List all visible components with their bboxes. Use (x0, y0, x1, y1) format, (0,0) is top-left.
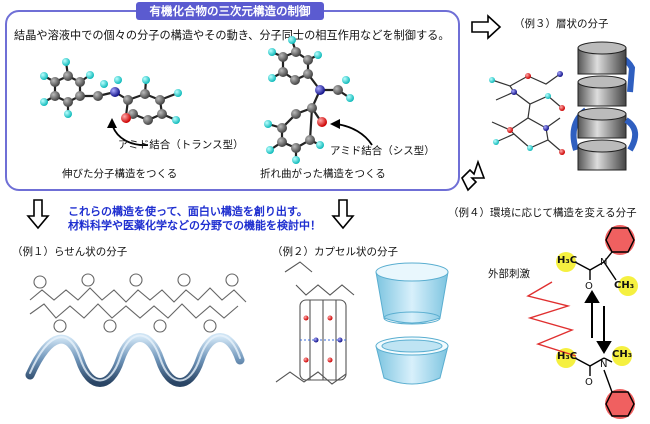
switch-top (556, 225, 638, 296)
layered-molecule (491, 73, 563, 153)
panel-title: 有機化合物の三次元構造の制御 (136, 2, 324, 20)
top-nitrogen: N (600, 257, 608, 268)
bottom-left-group: H₃C (557, 351, 578, 362)
bottom-right-group: CH₃ (612, 349, 633, 360)
switch-bottom (556, 346, 635, 419)
capsule-atoms (303, 315, 343, 363)
top-oxygen: O (585, 281, 593, 292)
stimulus-label: 外部刺激 (488, 268, 530, 280)
trans-caption: 伸びた分子構造をつくる (62, 168, 178, 180)
helix-spring (25, 333, 245, 387)
layered-atoms (489, 71, 565, 155)
helix-molecule (29, 273, 247, 333)
capsule-molecule (275, 261, 355, 385)
stimulus-wave (526, 281, 577, 357)
capsule-cups (375, 262, 449, 385)
intro-text: 結晶や溶液中での個々の分子の構造やその動き、分子同士の相互作用などを制御する。 (14, 29, 450, 42)
example1-label: （例１）らせん状の分子 (12, 246, 128, 258)
bottom-oxygen: O (585, 377, 593, 388)
equilibrium-arrows (584, 290, 612, 354)
message-line2: 材料科学や医薬化学などの分野での機能を検討中！ (68, 219, 321, 232)
bottom-nitrogen: N (600, 359, 608, 370)
top-right-group: CH₃ (614, 280, 635, 291)
trans-atoms (40, 58, 182, 125)
cis-arrow (335, 123, 373, 146)
cis-label: アミド結合（シス型） (330, 145, 435, 157)
cis-atoms (264, 36, 354, 164)
example2-label: （例２）カプセル状の分子 (272, 246, 398, 258)
top-left-group: H₃C (557, 255, 578, 266)
outline-arrows (26, 14, 502, 230)
message-line1: これらの構造を使って、面白い構造を創り出す。 (68, 205, 308, 218)
example3-label: （例３）層状の分子 (514, 18, 609, 30)
example4-label: （例４）環境に応じて構造を変える分子 (448, 207, 637, 219)
cis-caption: 折れ曲がった構造をつくる (260, 168, 386, 180)
trans-label: アミド結合（トランス型） (118, 139, 244, 151)
layered-cylinders (570, 41, 639, 171)
